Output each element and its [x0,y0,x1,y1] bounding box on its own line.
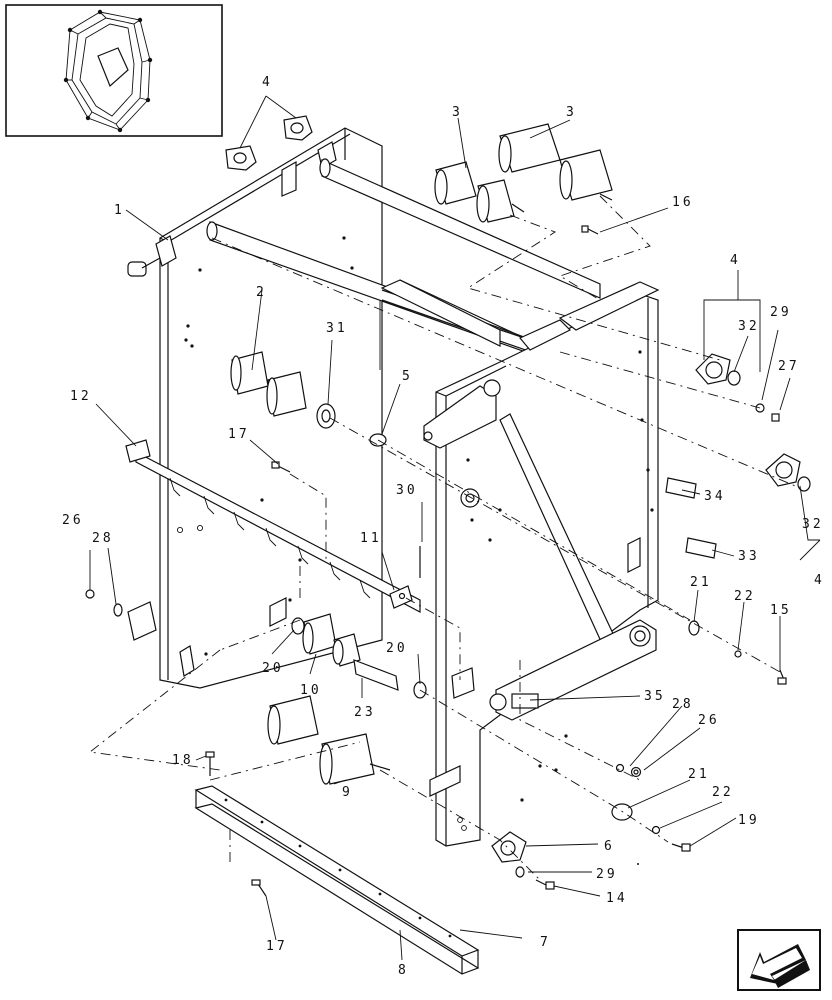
callout-15: 15 [770,603,792,618]
callout-30: 30 [396,483,418,498]
callout-4: 4 [814,573,825,588]
previous-page-button[interactable] [737,929,821,991]
callout-3: 3 [452,105,463,120]
roller-sleeves-3 [434,123,613,223]
decals [665,477,717,559]
callout-28: 28 [672,697,694,712]
callout-4: 4 [730,253,741,268]
left-fasteners [85,589,157,641]
callout-22: 22 [712,785,734,800]
callout-29: 29 [596,867,618,882]
callout-7: 7 [540,935,551,950]
stripper-bar-12 [125,439,421,613]
callout-29: 29 [770,305,792,320]
callout-12: 12 [70,389,92,404]
leader-lines [89,95,821,961]
lower-rollers [267,613,427,785]
callout-9: 9 [342,785,353,800]
callout-3: 3 [566,105,577,120]
callout-6: 6 [604,839,615,854]
callout-26: 26 [698,713,720,728]
callout-14: 14 [606,891,628,906]
callout-34: 34 [704,489,726,504]
callout-17: 17 [228,427,250,442]
baler-chamber-thumbnail-icon [63,9,153,133]
right-bearings-washers [491,353,811,878]
callout-labels: 1 2 3 3 4 4 4 5 6 7 8 9 10 11 12 14 15 1… [62,75,825,978]
callout-1: 1 [114,203,125,218]
callout-18: 18 [172,753,194,768]
bolts [205,225,787,897]
callout-27: 27 [778,359,800,374]
callout-20: 20 [386,641,408,656]
callout-10: 10 [300,683,322,698]
callout-26: 26 [62,513,84,528]
callout-23: 23 [354,705,376,720]
callout-35: 35 [644,689,666,704]
alignment-lines [88,195,801,881]
roller-sleeve-2 [230,351,336,429]
callout-19: 19 [738,813,760,828]
left-side-panel [127,127,383,689]
right-side-panel [423,281,660,847]
previous-page-arrow-icon [750,944,810,988]
callout-20: 20 [262,661,284,676]
callout-4: 4 [262,75,273,90]
rear-crossmember [380,279,521,347]
callout-21: 21 [688,767,710,782]
callout-17: 17 [266,939,288,954]
callout-5: 5 [402,369,413,384]
bottom-channel [194,785,480,975]
callout-2: 2 [256,285,267,300]
callout-31: 31 [326,321,348,336]
locator-thumbnail [5,4,223,137]
callout-32: 32 [802,517,824,532]
callout-11: 11 [360,531,382,546]
callout-28: 28 [92,531,114,546]
callout-32: 32 [738,319,760,334]
callout-21: 21 [690,575,712,590]
callout-8: 8 [398,963,409,978]
callout-22: 22 [734,589,756,604]
callout-33: 33 [738,549,760,564]
callout-16: 16 [672,195,694,210]
